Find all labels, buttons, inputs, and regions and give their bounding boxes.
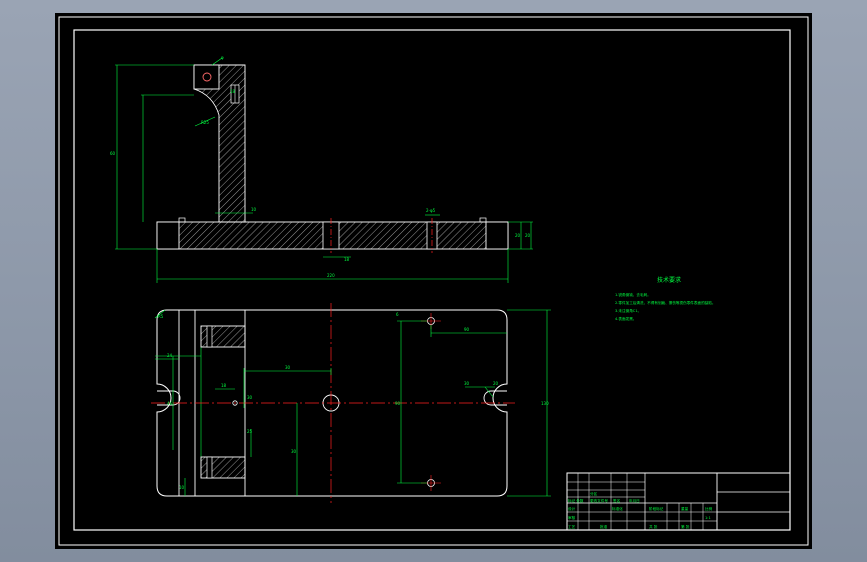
dim-label: 130 [541, 401, 549, 406]
tb-label: 年月日 [629, 498, 640, 503]
top-rib-gap [206, 325, 213, 348]
tech-req-line: 2.零件加工后清洗，不得有划痕、擦伤等损伤零件表面的缺陷。 [615, 300, 715, 305]
dim-label: R25 [201, 120, 209, 125]
dim-label: 10 [251, 207, 257, 212]
leader [154, 309, 166, 319]
dim-label: 25 [247, 429, 253, 434]
top-view: R5 30 30 90 6 90 30 20 18 46 24 10 25 30… [151, 303, 551, 503]
tech-req-line: 1.锐角倒钝，去毛刺。 [615, 292, 651, 297]
cad-viewport[interactable]: φ R25 10 18 18 2-φ5 60 20 20 220 [55, 13, 812, 549]
tb-label: 签名 [613, 498, 621, 503]
tb-label: 分区 [590, 491, 598, 496]
dim-label: 30 [464, 381, 470, 386]
dim-label: 18 [230, 89, 236, 94]
tech-req-line: 3.未注倒角C1。 [615, 308, 641, 313]
outer-frame [58, 16, 809, 546]
technical-requirements: 技术要求 1.锐角倒钝，去毛刺。 2.零件加工后清洗，不得有划痕、擦伤等损伤零件… [615, 276, 715, 321]
tb-label: 设计 [568, 506, 576, 511]
leader [211, 57, 223, 66]
dim-label: 10 [179, 485, 185, 490]
dim-label: 20 [525, 233, 531, 238]
arm-top-boss [193, 64, 220, 90]
dim-label: 2-φ5 [426, 208, 436, 213]
drawing-canvas: φ R25 10 18 18 2-φ5 60 20 20 220 [58, 16, 809, 546]
leader [484, 386, 494, 398]
base-right-step [485, 221, 509, 250]
dim-label: 20 [493, 381, 499, 386]
dim-label: 24 [167, 353, 173, 358]
tb-label: 标准化 [612, 506, 623, 511]
top-hole [202, 72, 212, 82]
tech-req-line: 4.表面发黑。 [615, 316, 636, 321]
dim-label: 30 [291, 449, 297, 454]
tb-label: 审核 [568, 515, 576, 520]
left-step-recess [178, 217, 186, 223]
right-slot [483, 390, 507, 406]
top-view-outline [156, 309, 508, 497]
dim-label: 90 [464, 327, 470, 332]
title-block: 标记 处数 分区 更改文件号 签名 年月日 设计 标准化 阶段标记 重量 比例 … [566, 472, 791, 531]
tb-label: 1:1 [705, 516, 711, 520]
dim-label: R5 [158, 314, 164, 319]
bottom-rib-gap [206, 456, 213, 479]
tb-label: 批准 [600, 524, 608, 529]
dim-label: 30 [247, 395, 253, 400]
base-left-step [156, 221, 180, 250]
dim-label: 30 [285, 365, 291, 370]
dim-label: 46 [167, 401, 173, 406]
front-view: φ R25 10 18 18 2-φ5 60 20 20 220 [110, 55, 533, 283]
leader [194, 116, 216, 127]
tb-label: 标记 处数 [568, 498, 584, 503]
tb-label: 第 张 [681, 524, 690, 529]
inner-frame [73, 29, 791, 531]
tb-label: 工艺 [568, 524, 576, 529]
dim-label: φ [221, 55, 224, 60]
tb-label: 共 张 [649, 524, 658, 529]
dim-label: 60 [110, 151, 116, 156]
tb-label: 重量 [681, 506, 689, 511]
dim-label: 6 [396, 312, 399, 317]
tb-label: 比例 [705, 506, 713, 511]
left-slot [157, 390, 181, 406]
dim-label: 220 [327, 273, 335, 278]
tb-label: 阶段标记 [649, 506, 664, 511]
dim-label: 18 [344, 257, 350, 262]
dim-label: 90 [395, 401, 401, 406]
tech-req-title: 技术要求 [657, 276, 681, 284]
dim-label: 20 [515, 233, 521, 238]
right-step-recess [479, 217, 487, 223]
dim-label: 18 [221, 383, 227, 388]
small-hole [232, 400, 238, 406]
tb-label: 更改文件号 [590, 498, 608, 503]
title-block-frame [566, 472, 791, 531]
